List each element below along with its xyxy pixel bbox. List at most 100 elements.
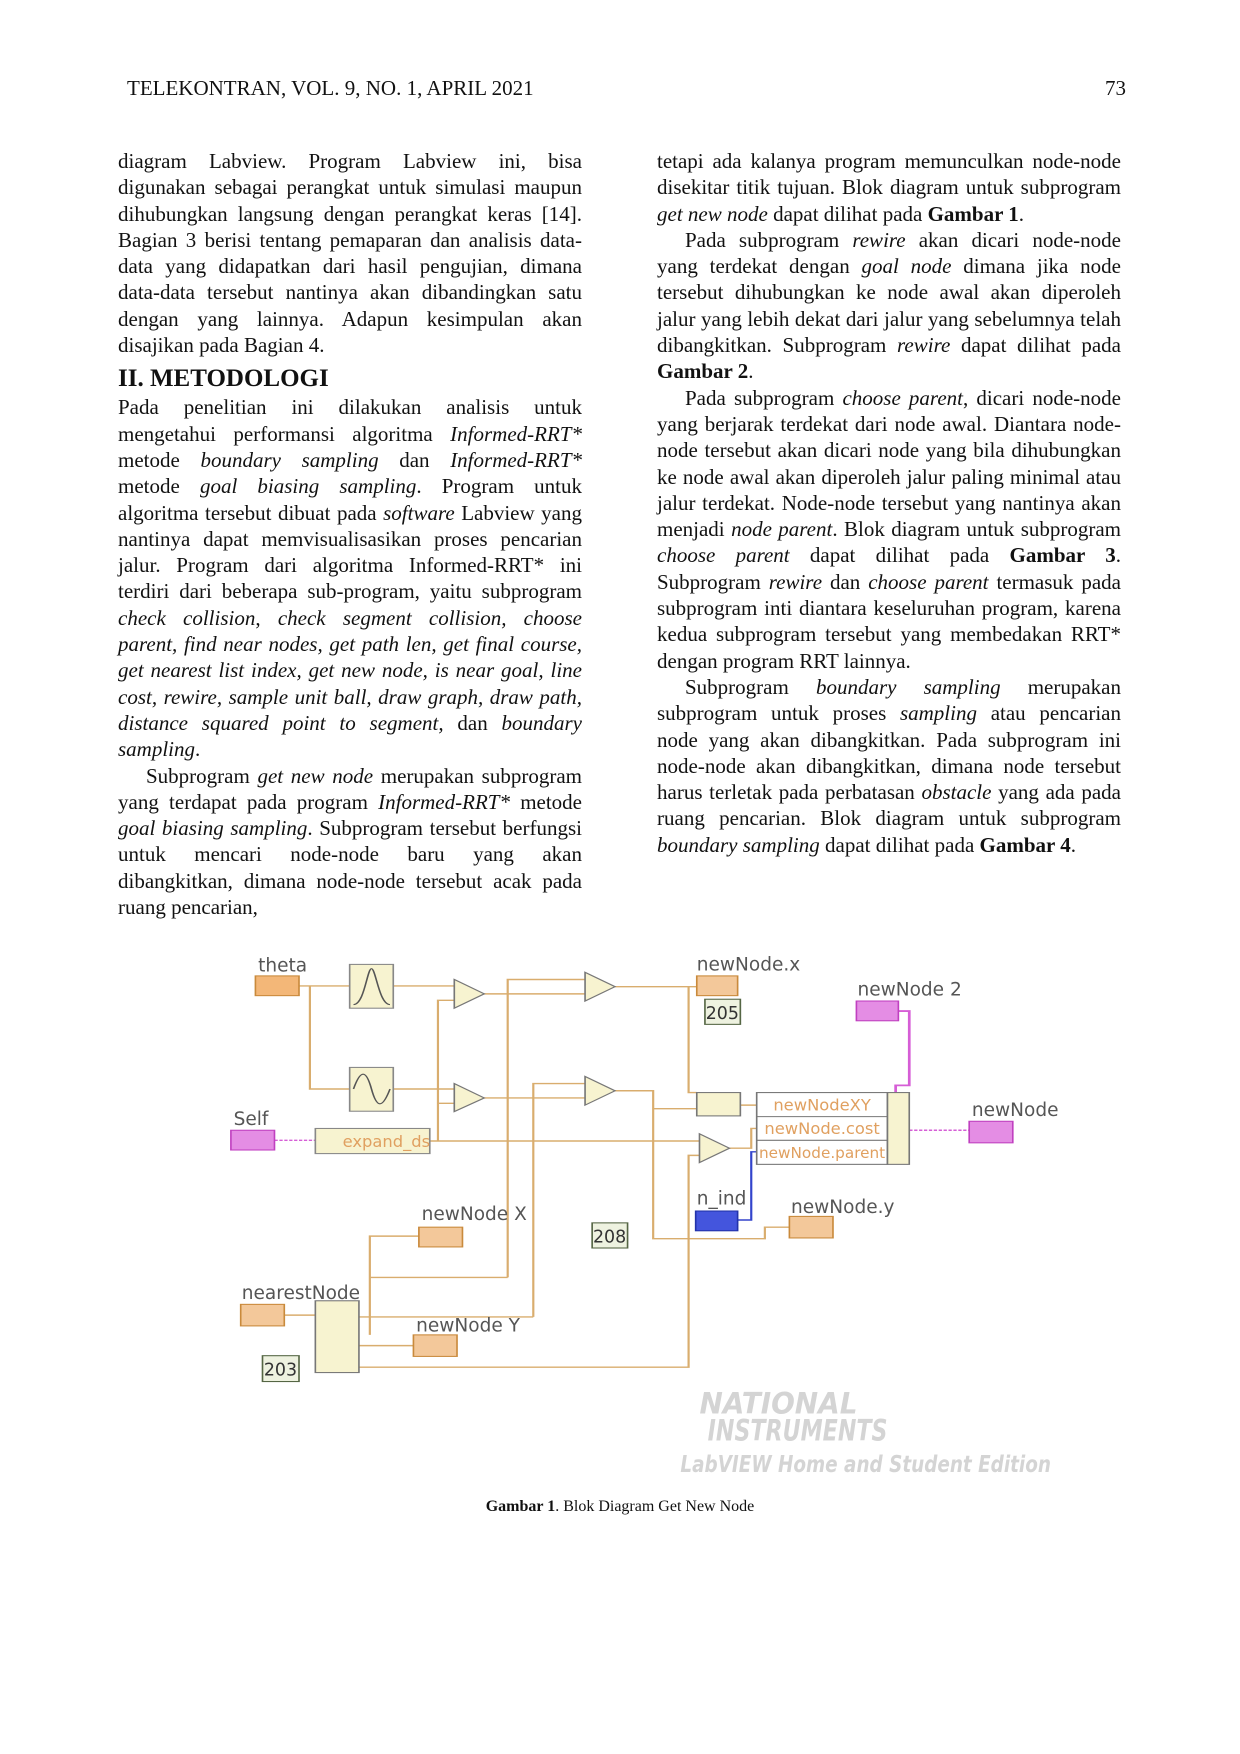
text-run: get new node <box>657 201 768 226</box>
add-icon <box>584 971 617 1003</box>
constant-205 <box>704 998 742 1025</box>
text-run: check segment collision, choose parent, … <box>118 605 582 735</box>
newnode-indicator <box>968 1120 1014 1144</box>
constant-208 <box>591 1222 629 1249</box>
paragraph: Pada subprogram choose parent, dicari no… <box>657 385 1121 674</box>
newnode-2-terminal <box>855 1000 900 1022</box>
text-run: dan <box>822 569 869 594</box>
text-run: Pada subprogram <box>685 227 853 252</box>
text-run: dapat dilihat pada <box>767 201 928 226</box>
text-run: dan <box>443 710 502 735</box>
labview-diagram: theta Self expand_ds newNode.x 205 newNo… <box>230 955 1059 1478</box>
bundle-field-xy: newNodeXY <box>773 1096 871 1115</box>
text-run: node parent <box>731 517 833 542</box>
left-column: diagram Labview. Program Labview ini, bi… <box>118 148 582 920</box>
bundle-field-cost: newNode.cost <box>764 1119 880 1138</box>
paragraph: Subprogram get new node merupakan subpro… <box>118 763 582 921</box>
add-icon <box>698 1132 731 1164</box>
label-n-ind: n_ind <box>697 1189 747 1210</box>
text-run: metode <box>509 789 583 814</box>
text-run: . Blok diagram untuk subprogram <box>832 517 1122 542</box>
paragraph: tetapi ada kalanya program memunculkan n… <box>657 148 1121 227</box>
section-heading: II. METODOLOGI <box>118 365 329 393</box>
text-run: diagram Labview. Program Labview ini, bi… <box>118 149 582 358</box>
self-terminal <box>230 1129 276 1151</box>
caption-label: Gambar 1 <box>485 1498 556 1515</box>
constant-205-value: 205 <box>706 1004 739 1024</box>
page-number: 73 <box>1105 76 1126 100</box>
text-run: choose parent <box>842 385 963 410</box>
text-run: , <box>255 605 278 630</box>
text-run: termasuk pada subprogram inti diantara k… <box>657 569 1121 673</box>
constant-203-value: 203 <box>264 1360 297 1380</box>
constant-208-value: 208 <box>593 1228 626 1248</box>
text-run: boundary sampling <box>118 710 582 762</box>
theta-terminal <box>254 975 300 997</box>
watermark-line2: INSTRUMENTS <box>708 1414 888 1448</box>
text-run: choose parent <box>657 543 790 568</box>
text-run: choose parent <box>868 569 989 594</box>
text-run: Gambar 4 <box>979 832 1071 857</box>
text-run: . Subprogram <box>657 543 1121 594</box>
text-run: Pada penelitian ini dilakukan analisis u… <box>118 395 582 446</box>
text-run: dapat dilihat pada <box>950 333 1122 358</box>
unbundle-by-name <box>314 1127 431 1155</box>
text-run: metode <box>118 474 200 499</box>
text-run: rewire <box>852 227 906 252</box>
text-run: Pada subprogram <box>685 385 843 410</box>
watermark-line1: NATIONAL <box>699 1387 857 1421</box>
figure-caption: Gambar 1. Blok Diagram Get New Node <box>0 1498 1240 1516</box>
figure-block-diagram: theta Self expand_ds newNode.x 205 newNo… <box>220 940 1070 1500</box>
text-run: sampling <box>899 701 977 726</box>
constant-203 <box>261 1355 300 1383</box>
text-run: Gambar 2 <box>657 359 749 384</box>
text-run: obstacle <box>921 780 992 805</box>
text-run: Gambar 1 <box>927 201 1019 226</box>
newnode-x-indicator <box>695 975 739 997</box>
multiply-icon <box>453 978 486 1010</box>
newnode-X-indicator <box>418 1226 464 1248</box>
text-run: atau pencarian node yang akan dibangkitk… <box>657 701 1122 805</box>
label-newnode: newNode <box>972 1100 1059 1121</box>
text-run: . Program untuk algoritma tersebut dibua… <box>118 474 583 525</box>
label-newnode-y-out: newNode.y <box>791 1197 894 1218</box>
nearestnode-terminal <box>239 1303 286 1327</box>
label-self: Self <box>234 1109 269 1130</box>
text-run: boundary sampling <box>815 674 1001 699</box>
build-array-icon <box>695 1092 742 1117</box>
label-nearestnode: nearestNode <box>242 1283 360 1304</box>
text-run: , dicari node-node yang berjarak terdeka… <box>657 385 1121 542</box>
add-icon <box>584 1075 617 1107</box>
text-run: . <box>1070 832 1076 857</box>
text-run: software <box>383 500 455 525</box>
unbundle-icon <box>314 1300 360 1374</box>
text-run: Subprogram <box>685 674 816 699</box>
watermark-line3: LabVIEW Home and Student Edition <box>680 1452 1051 1478</box>
text-run: akan dicari node-node yang terdekat deng… <box>657 227 1121 279</box>
text-run: Subprogram <box>146 763 258 788</box>
bundle-field-parent: newNode.parent <box>759 1144 885 1162</box>
text-run: dimana jika node tersebut dihubungkan ke… <box>657 254 1122 358</box>
text-run: . <box>195 737 201 762</box>
text-run: Informed-RRT* <box>450 421 582 446</box>
paragraph: Subprogram boundary sampling merupakan s… <box>657 674 1121 858</box>
right-column: tetapi ada kalanya program memunculkan n… <box>657 148 1121 858</box>
text-run: Labview yang nantinya dapat memvisualisa… <box>118 500 582 604</box>
text-run: rewire <box>768 569 823 594</box>
label-expand-ds: expand_ds <box>343 1132 431 1152</box>
n-ind-terminal <box>694 1210 739 1232</box>
text-run: dan <box>378 447 451 472</box>
bundle-by-name <box>755 1092 889 1165</box>
label-theta: theta <box>258 955 307 976</box>
text-run: Gambar 3 <box>1009 543 1116 568</box>
newnode-y-indicator <box>788 1215 834 1239</box>
text-run: goal biasing sampling <box>118 816 308 841</box>
ni-watermark: NATIONAL INSTRUMENTS LabVIEW Home and St… <box>680 1387 1051 1478</box>
wires <box>284 978 790 1368</box>
text-run: goal biasing sampling <box>199 474 417 499</box>
text-run: yang ada pada ruang pencarian. Blok diag… <box>657 780 1121 831</box>
text-run: get new node <box>257 763 374 788</box>
paragraph: Pada penelitian ini dilakukan analisis u… <box>118 394 582 762</box>
label-newnode-x-out: newNode.x <box>697 955 800 976</box>
text-run: tetapi ada kalanya program memunculkan n… <box>657 149 1121 200</box>
